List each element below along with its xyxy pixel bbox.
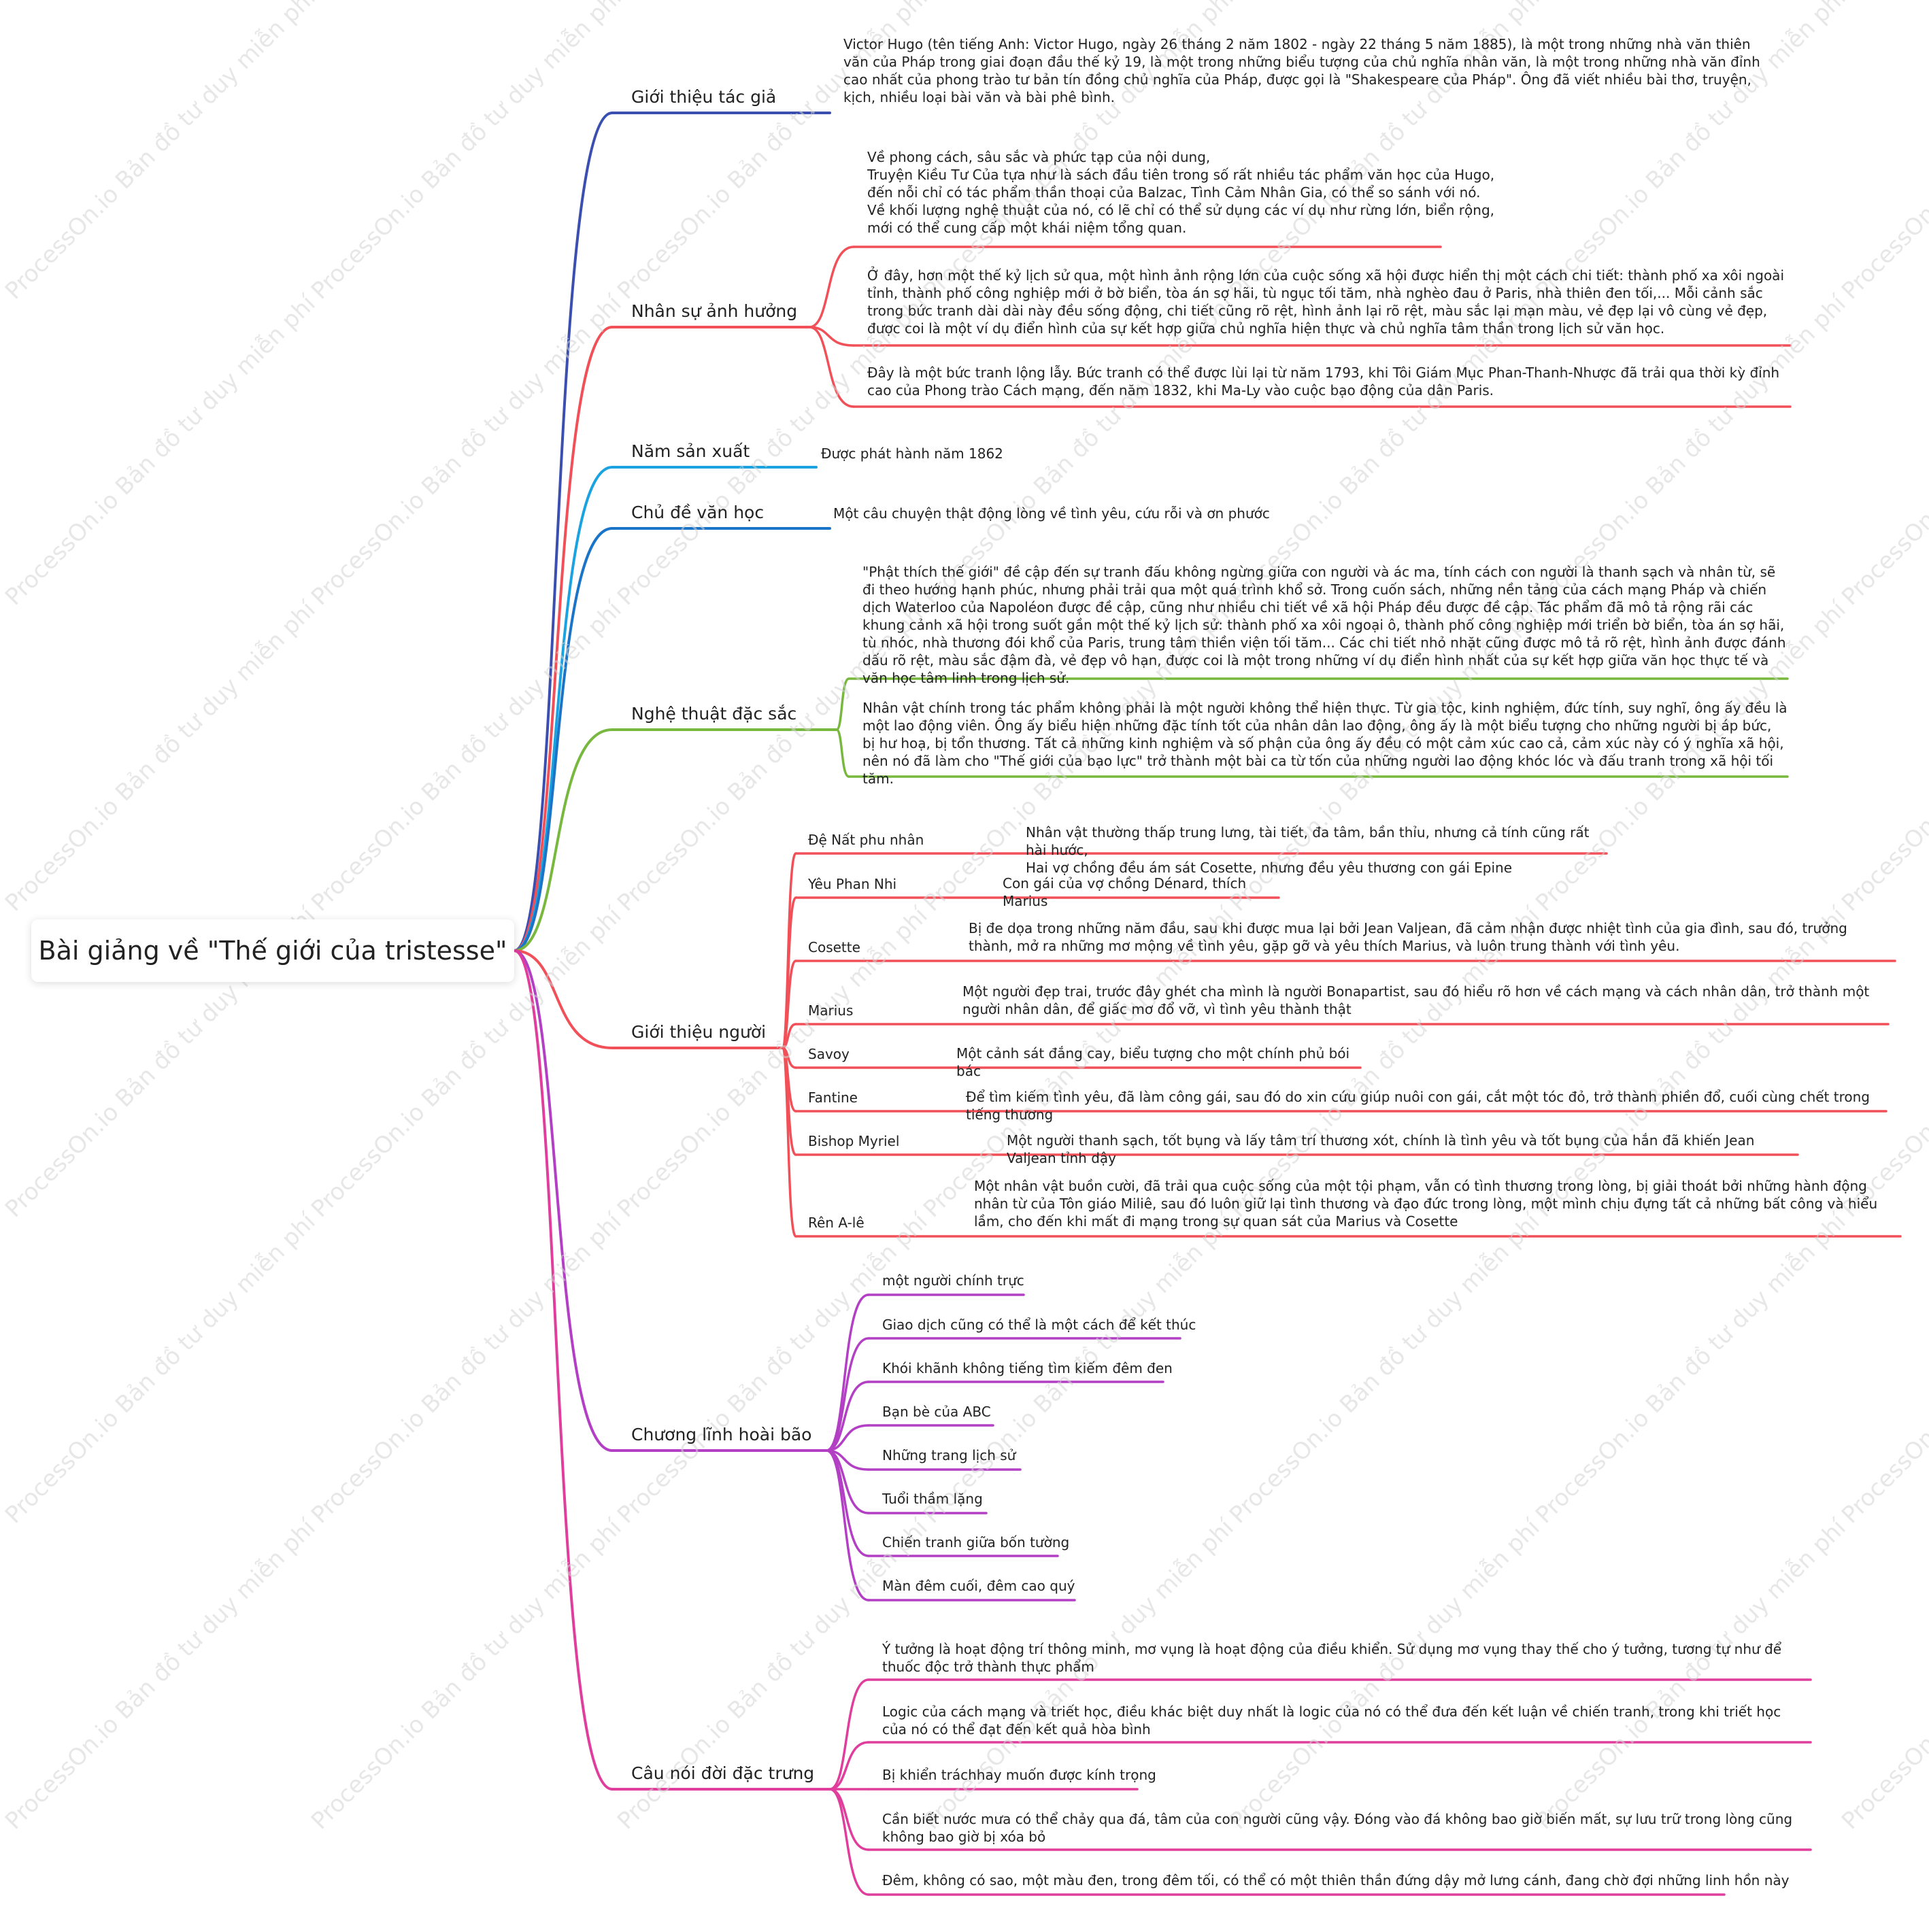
character-connector: [781, 1047, 797, 1238]
leaf-connector: [808, 245, 855, 328]
leaf-connector: [828, 1678, 870, 1791]
leaf-connector: [828, 1788, 870, 1851]
leaf-connector: [825, 1337, 870, 1452]
character-name[interactable]: Bishop Myriel: [808, 1133, 900, 1149]
leaf-text[interactable]: Chiến tranh giữa bốn tường: [882, 1534, 1070, 1550]
leaf-text[interactable]: Được phát hành năm 1862: [821, 445, 1003, 462]
branch-label[interactable]: Câu nói đời đặc trưng: [631, 1763, 815, 1783]
leaf-connector: [825, 1449, 870, 1601]
leaf-text[interactable]: Một câu chuyện thật động lòng về tình yê…: [833, 505, 1270, 522]
leaf-text[interactable]: một người chính trực: [882, 1272, 1024, 1289]
leaf-connector: [828, 1788, 870, 1896]
leaf-text[interactable]: "Phật thích thế giới" đề cập đến sự tran…: [862, 564, 1786, 686]
leaf-text[interactable]: Khói khãnh không tiếng tìm kiếm đêm đen: [882, 1360, 1173, 1376]
leaf-text[interactable]: Nhân vật chính trong tác phẩm không phải…: [862, 700, 1788, 787]
leaf-text[interactable]: Những trang lịch sử: [882, 1447, 1016, 1463]
leaf-connector: [835, 728, 850, 778]
character-description[interactable]: Một nhân vật buồn cười, đã trải qua cuộc…: [974, 1178, 1878, 1230]
character-description[interactable]: Bị đe dọa trong những năm đầu, sau khi đ…: [969, 920, 1847, 954]
leaf-connector: [808, 326, 855, 408]
leaf-text[interactable]: Cần biết nước mưa có thể chảy qua đá, tâ…: [882, 1811, 1793, 1845]
leaf-text[interactable]: Ở đây, hơn một thế kỷ lịch sử qua, một h…: [867, 267, 1784, 337]
branch-label[interactable]: Nhân sự ảnh hưởng: [631, 301, 798, 321]
root-topic[interactable]: Bài giảng về "Thế giới của tristesse": [31, 919, 514, 982]
leaf-text[interactable]: Bạn bè của ABC: [882, 1404, 991, 1420]
branch-label[interactable]: Chủ đề văn học: [631, 503, 765, 522]
character-description[interactable]: Một người đẹp trai, trước đây ghét cha m…: [962, 983, 1870, 1017]
leaf-connector: [835, 677, 850, 731]
leaf-text[interactable]: Đây là một bức tranh lộng lẫy. Bức tranh…: [867, 365, 1780, 399]
branch-connector: [513, 112, 614, 952]
character-description[interactable]: Nhân vật thường thấp trung lưng, tài tiế…: [1026, 824, 1590, 876]
branch-label[interactable]: Giới thiệu tác giả: [631, 87, 777, 107]
character-name[interactable]: Marius: [808, 1002, 854, 1019]
character-name[interactable]: Rên A-lê: [808, 1215, 865, 1231]
character-description[interactable]: Con gái của vợ chồng Dénard, thích Mariu…: [1003, 875, 1247, 909]
character-name[interactable]: Savoy: [808, 1046, 850, 1062]
leaf-connector: [825, 1424, 870, 1452]
branch-label[interactable]: Năm sản xuất: [631, 441, 750, 461]
leaf-text[interactable]: Victor Hugo (tên tiếng Anh: Victor Hugo,…: [843, 36, 1760, 105]
branch-connector: [513, 728, 614, 952]
branch-connector: [513, 949, 614, 1049]
leaf-text[interactable]: Bị khiển tráchhay muốn được kính trọng: [882, 1767, 1156, 1783]
leaf-text[interactable]: Màn đêm cuối, đêm cao quý: [882, 1578, 1075, 1594]
branch-connector: [513, 949, 614, 1452]
leaf-text[interactable]: Tuổi thầm lặng: [882, 1491, 983, 1507]
leaf-connector: [825, 1293, 870, 1452]
character-connector: [781, 960, 797, 1049]
character-name[interactable]: Cosette: [808, 939, 860, 955]
branch-connector: [513, 949, 614, 1791]
branch-connector: [513, 326, 614, 952]
branch-connector: [513, 466, 614, 952]
leaf-text[interactable]: Giao dịch cũng có thể là một cách để kết…: [882, 1317, 1196, 1333]
branch-connector: [513, 527, 614, 952]
leaf-text[interactable]: Ý tưởng là hoạt động trí thông minh, mơ …: [882, 1641, 1782, 1675]
leaf-connector: [825, 1449, 870, 1514]
branch-label[interactable]: Chương lĩnh hoài bão: [631, 1425, 812, 1444]
character-description[interactable]: Một người thanh sạch, tốt bụng và lấy tâ…: [1007, 1132, 1755, 1166]
root-topic-label: Bài giảng về "Thế giới của tristesse": [38, 936, 507, 966]
leaf-connector: [825, 1380, 870, 1452]
character-name[interactable]: Fantine: [808, 1089, 858, 1106]
branch-label[interactable]: Giới thiệu người: [631, 1022, 767, 1042]
leaf-text[interactable]: Logic của cách mạng và triết học, điều k…: [882, 1704, 1781, 1738]
character-description[interactable]: Để tìm kiếm tình yêu, đã làm công gái, s…: [966, 1089, 1870, 1123]
leaf-connector: [828, 1741, 870, 1791]
branch-label[interactable]: Nghệ thuật đặc sắc: [631, 704, 797, 724]
leaf-text[interactable]: Về phong cách, sâu sắc và phức tạp của n…: [867, 149, 1495, 236]
character-name[interactable]: Yêu Phan Nhi: [808, 876, 897, 892]
character-description[interactable]: Một cảnh sát đắng cay, biểu tượng cho mộ…: [956, 1045, 1350, 1079]
character-name[interactable]: Đệ Nất phu nhân: [808, 832, 924, 848]
leaf-connector: [808, 326, 855, 347]
leaf-text[interactable]: Đêm, không có sao, một màu đen, trong đê…: [882, 1872, 1790, 1888]
